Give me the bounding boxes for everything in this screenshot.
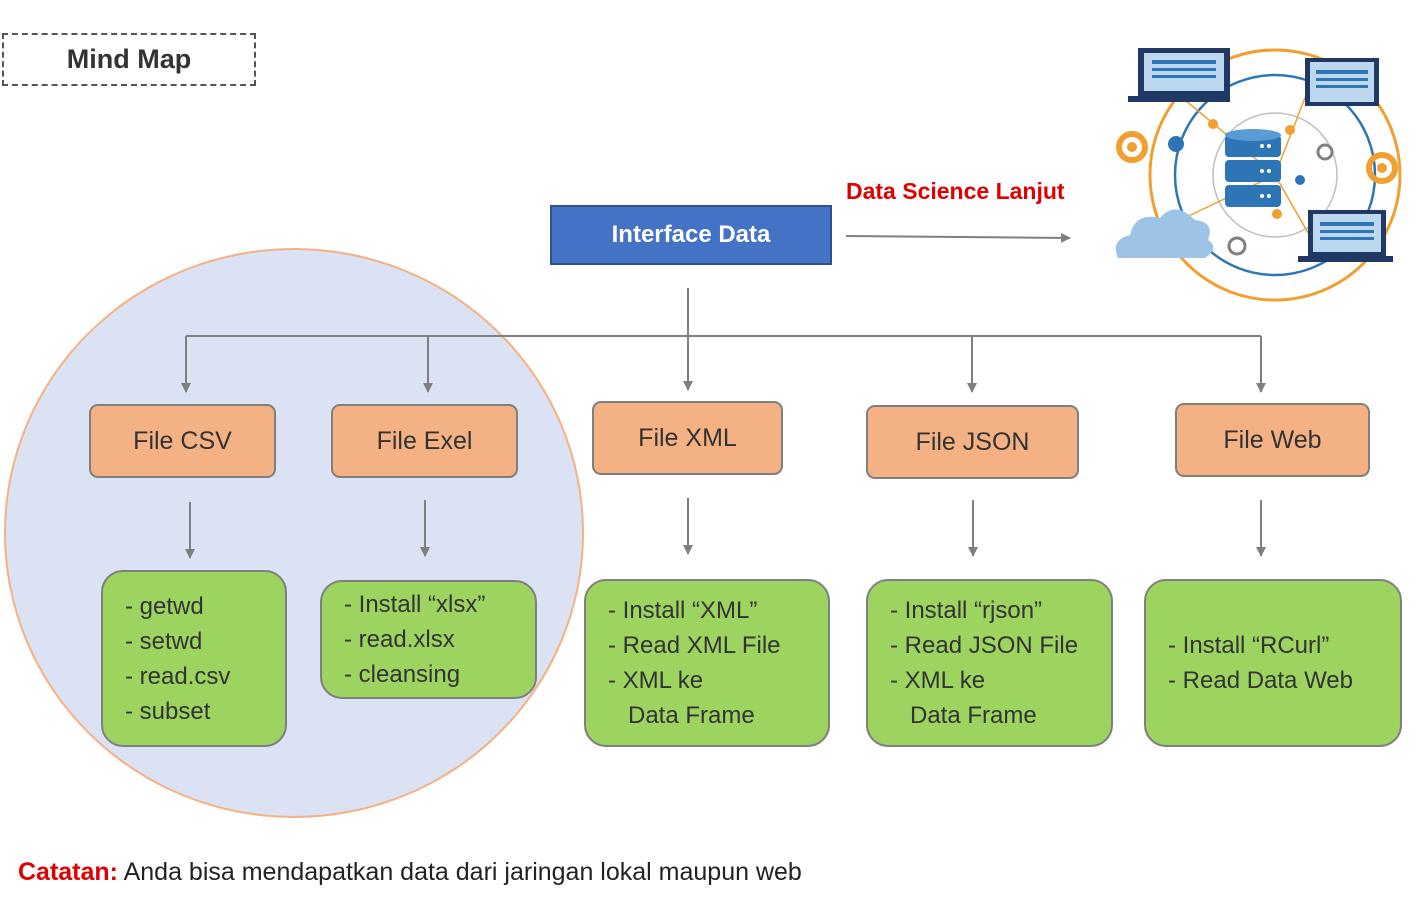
step-item: - Read XML File bbox=[608, 632, 781, 659]
steps-box-xml: - Install “XML” - Read XML File - XML ke… bbox=[584, 579, 830, 747]
steps-box-exel: - Install “xlsx” - read.xlsx - cleansing bbox=[320, 580, 537, 699]
category-node-web: File Web bbox=[1175, 403, 1370, 477]
step-item: - XML ke bbox=[608, 667, 704, 694]
category-node-csv: File CSV bbox=[89, 404, 276, 478]
step-item: Data Frame bbox=[608, 702, 755, 729]
data-network-icon bbox=[1115, 48, 1402, 302]
step-item: - Read Data Web bbox=[1168, 667, 1353, 694]
note-label: Catatan: bbox=[18, 858, 119, 886]
step-item: - read.xlsx bbox=[344, 626, 455, 653]
mind-map-title: Mind Map bbox=[2, 33, 256, 86]
step-item: - Install “XML” bbox=[608, 597, 758, 624]
lanjut-arrow bbox=[845, 232, 1071, 243]
step-item: - XML ke bbox=[890, 667, 986, 694]
category-node-json: File JSON bbox=[866, 405, 1079, 479]
step-item: - Install “RCurl” bbox=[1168, 632, 1330, 659]
step-item: Data Frame bbox=[890, 702, 1037, 729]
step-item: - subset bbox=[125, 697, 211, 725]
root-node-interface-data: Interface Data bbox=[550, 205, 832, 265]
note-text: Anda bisa mendapatkan data dari jaringan… bbox=[118, 858, 802, 886]
step-item: - read.csv bbox=[125, 662, 231, 690]
step-item: - setwd bbox=[125, 627, 203, 655]
step-item: - Install “rjson” bbox=[890, 597, 1043, 624]
data-science-lanjut-label: Data Science Lanjut bbox=[846, 178, 1065, 204]
category-node-xml: File XML bbox=[592, 401, 783, 475]
steps-box-web: - Install “RCurl” - Read Data Web bbox=[1144, 579, 1402, 747]
step-item: - cleansing bbox=[344, 661, 461, 688]
steps-box-json: - Install “rjson” - Read JSON File - XML… bbox=[866, 579, 1113, 747]
category-node-exel: File Exel bbox=[331, 404, 518, 478]
footnote: Catatan: Anda bisa mendapatkan data dari… bbox=[18, 858, 802, 887]
step-item: - Read JSON File bbox=[890, 632, 1079, 659]
step-item: - getwd bbox=[125, 592, 204, 620]
step-item: - Install “xlsx” bbox=[344, 591, 486, 618]
steps-box-csv: - getwd - setwd - read.csv - subset bbox=[101, 570, 287, 747]
highlight-circle bbox=[4, 248, 584, 818]
